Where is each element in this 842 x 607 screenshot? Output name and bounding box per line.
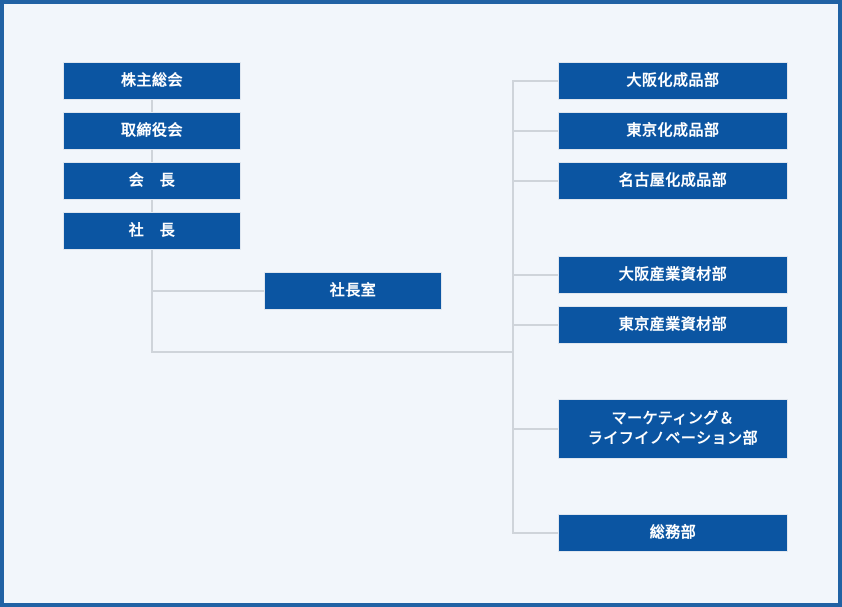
node-osaka-industrial-materials[interactable]: 大阪産業資材部 xyxy=(558,256,788,294)
node-label: 名古屋化成品部 xyxy=(618,171,728,189)
node-label: 会 長 xyxy=(128,171,176,189)
node-tokyo-chemical-products[interactable]: 東京化成品部 xyxy=(558,112,788,150)
node-marketing-life-innovation[interactable]: マーケティング＆ ライフイノベーション部 xyxy=(558,399,788,459)
connector-department-spine xyxy=(512,81,514,534)
connector-president-to-office xyxy=(151,290,264,292)
node-label: 東京産業資材部 xyxy=(618,315,728,333)
node-label: 社 長 xyxy=(128,221,176,239)
node-chairman[interactable]: 会 長 xyxy=(63,162,241,200)
connector-stub-osaka-chemical-products xyxy=(512,80,558,82)
node-presidents-office[interactable]: 社長室 xyxy=(264,272,442,310)
node-label: 大阪化成品部 xyxy=(626,71,720,89)
connector-stub-general-affairs xyxy=(512,532,558,534)
node-board-of-directors[interactable]: 取締役会 xyxy=(63,112,241,150)
connector-chairman-to-president xyxy=(151,200,153,212)
connector-trunk-to-spine xyxy=(151,351,514,353)
connector-stub-tokyo-industrial-materials xyxy=(512,324,558,326)
node-label: マーケティング＆ ライフイノベーション部 xyxy=(587,409,759,447)
node-label: 東京化成品部 xyxy=(626,121,720,139)
connector-board-to-chairman xyxy=(151,150,153,162)
node-general-affairs[interactable]: 総務部 xyxy=(558,514,788,552)
node-osaka-chemical-products[interactable]: 大阪化成品部 xyxy=(558,62,788,100)
node-label: 総務部 xyxy=(649,523,697,541)
node-president[interactable]: 社 長 xyxy=(63,212,241,250)
connector-president-trunk xyxy=(151,250,153,353)
node-label: 株主総会 xyxy=(120,71,183,89)
node-nagoya-chemical-products[interactable]: 名古屋化成品部 xyxy=(558,162,788,200)
connector-stub-marketing-life-innovation xyxy=(512,428,558,430)
connector-stub-osaka-industrial-materials xyxy=(512,274,558,276)
node-tokyo-industrial-materials[interactable]: 東京産業資材部 xyxy=(558,306,788,344)
node-shareholders-meeting[interactable]: 株主総会 xyxy=(63,62,241,100)
node-label: 社長室 xyxy=(329,281,377,299)
connector-shareholders-to-board xyxy=(151,100,153,112)
node-label: 大阪産業資材部 xyxy=(618,265,728,283)
connector-stub-tokyo-chemical-products xyxy=(512,130,558,132)
connector-stub-nagoya-chemical-products xyxy=(512,180,558,182)
node-label: 取締役会 xyxy=(120,121,183,139)
